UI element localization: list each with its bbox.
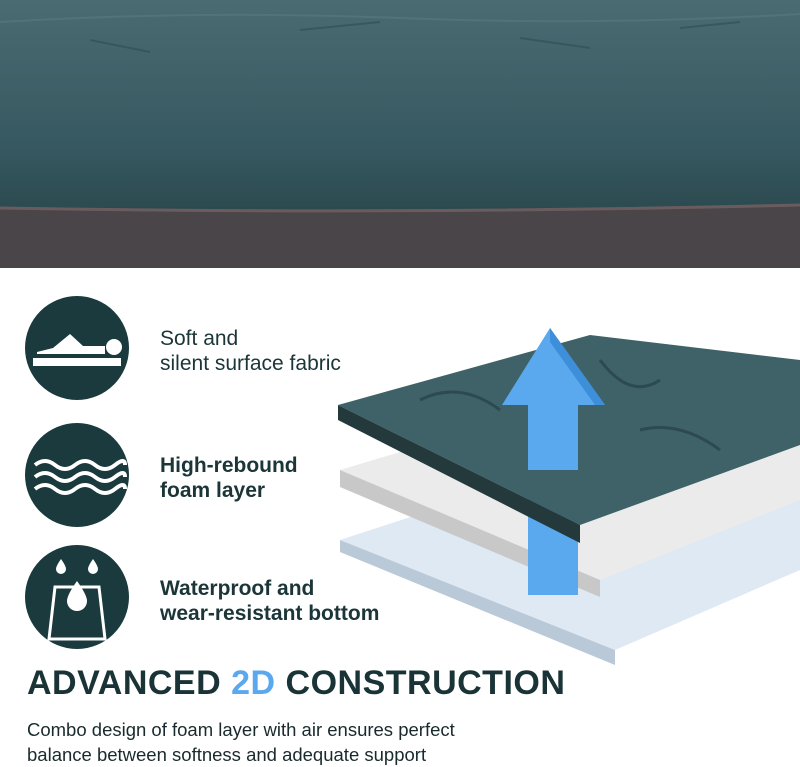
heading-part: CONSTRUCTION	[275, 664, 566, 702]
feature-line: foam layer	[160, 479, 266, 502]
description-line: balance between softness and adequate su…	[27, 744, 427, 765]
feature-foam-text: High-rebound foam layer	[160, 453, 298, 503]
mat-closeup-photo	[0, 0, 800, 268]
foam-waves-icon	[25, 423, 129, 527]
feature-line: High-rebound	[160, 454, 298, 477]
bottom-feature-icon	[25, 545, 129, 649]
feature-bottom-text: Waterproof and wear-resistant bottom	[160, 576, 379, 626]
feature-fabric-text: Soft and silent surface fabric	[160, 326, 341, 376]
heading-part: ADVANCED	[27, 664, 232, 702]
feature-line: Waterproof and	[160, 577, 315, 600]
up-arrow-icon	[502, 328, 605, 470]
feature-line: Soft and	[160, 327, 239, 350]
heading-accent: 2D	[231, 664, 276, 702]
person-lying-on-mat-icon	[25, 296, 129, 400]
description-line: Combo design of foam layer with air ensu…	[27, 719, 455, 740]
feature-line: silent surface fabric	[160, 352, 341, 375]
feature-line: wear-resistant bottom	[160, 602, 380, 625]
page-heading: ADVANCED 2D CONSTRUCTION	[27, 664, 565, 703]
layer-construction-illustration	[338, 328, 800, 665]
fabric-feature-icon	[25, 296, 129, 400]
foam-feature-icon	[25, 423, 129, 527]
water-drops-icon	[25, 545, 129, 649]
description: Combo design of foam layer with air ensu…	[27, 717, 587, 767]
